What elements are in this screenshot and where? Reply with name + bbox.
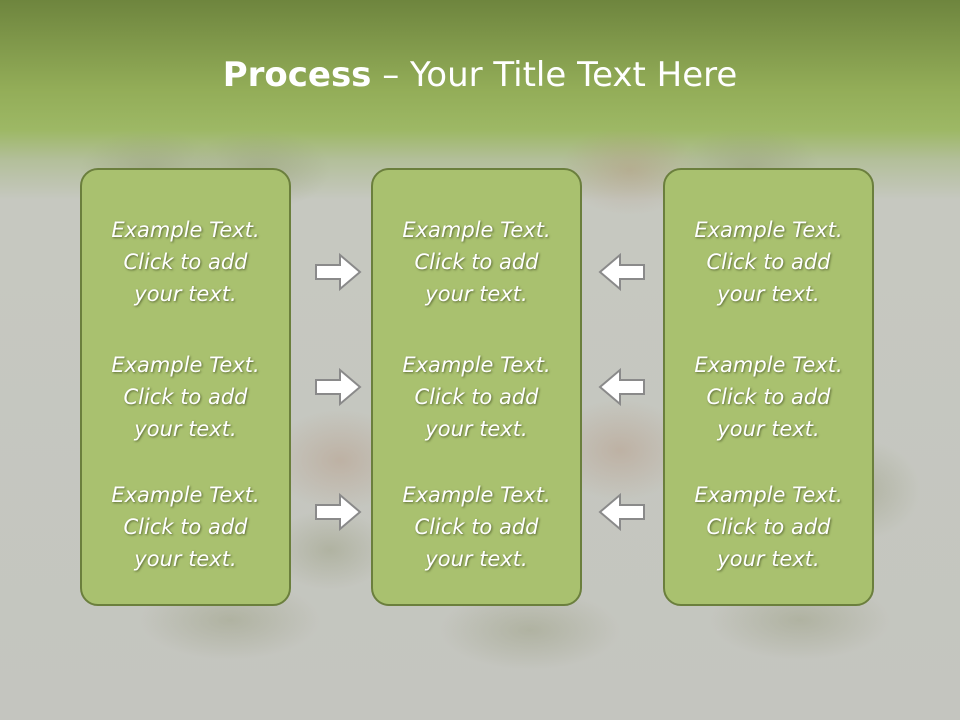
- text-line: Click to add: [706, 250, 831, 274]
- left-arrow-icon: [598, 367, 645, 407]
- text-line: Example Text.: [694, 353, 843, 377]
- text-line: Example Text.: [402, 353, 551, 377]
- text-line: Click to add: [706, 385, 831, 409]
- text-line: Example Text.: [111, 353, 260, 377]
- text-placeholder[interactable]: Example Text. Click to add your text.: [373, 479, 580, 575]
- text-line: Click to add: [414, 515, 539, 539]
- text-line: Click to add: [706, 515, 831, 539]
- left-panel[interactable]: Example Text. Click to add your text. Ex…: [80, 168, 291, 606]
- text-line: Example Text.: [111, 218, 260, 242]
- text-line: your text.: [425, 547, 528, 571]
- text-line: Click to add: [123, 515, 248, 539]
- text-line: Example Text.: [402, 218, 551, 242]
- text-placeholder[interactable]: Example Text. Click to add your text.: [82, 214, 289, 310]
- text-line: Click to add: [414, 385, 539, 409]
- text-placeholder[interactable]: Example Text. Click to add your text.: [373, 349, 580, 445]
- text-placeholder[interactable]: Example Text. Click to add your text.: [665, 349, 872, 445]
- text-line: your text.: [134, 282, 237, 306]
- right-arrow-icon: [315, 492, 362, 532]
- text-line: your text.: [717, 547, 820, 571]
- title-rest: – Your Title Text Here: [371, 55, 738, 95]
- text-line: your text.: [717, 417, 820, 441]
- text-placeholder[interactable]: Example Text. Click to add your text.: [82, 479, 289, 575]
- text-line: Click to add: [123, 385, 248, 409]
- text-line: your text.: [717, 282, 820, 306]
- text-line: your text.: [425, 282, 528, 306]
- slide-title[interactable]: Process – Your Title Text Here: [0, 52, 960, 98]
- right-panel[interactable]: Example Text. Click to add your text. Ex…: [663, 168, 874, 606]
- title-bold: Process: [222, 55, 372, 95]
- text-placeholder[interactable]: Example Text. Click to add your text.: [373, 214, 580, 310]
- left-arrow-icon: [598, 492, 645, 532]
- text-line: Example Text.: [111, 483, 260, 507]
- right-arrow-icon: [315, 252, 362, 292]
- text-placeholder[interactable]: Example Text. Click to add your text.: [82, 349, 289, 445]
- text-placeholder[interactable]: Example Text. Click to add your text.: [665, 479, 872, 575]
- text-line: Example Text.: [694, 218, 843, 242]
- text-line: Example Text.: [694, 483, 843, 507]
- text-line: your text.: [134, 547, 237, 571]
- text-line: Click to add: [123, 250, 248, 274]
- text-line: Example Text.: [402, 483, 551, 507]
- text-line: your text.: [134, 417, 237, 441]
- text-placeholder[interactable]: Example Text. Click to add your text.: [665, 214, 872, 310]
- left-arrow-icon: [598, 252, 645, 292]
- text-line: Click to add: [414, 250, 539, 274]
- center-panel[interactable]: Example Text. Click to add your text. Ex…: [371, 168, 582, 606]
- text-line: your text.: [425, 417, 528, 441]
- right-arrow-icon: [315, 367, 362, 407]
